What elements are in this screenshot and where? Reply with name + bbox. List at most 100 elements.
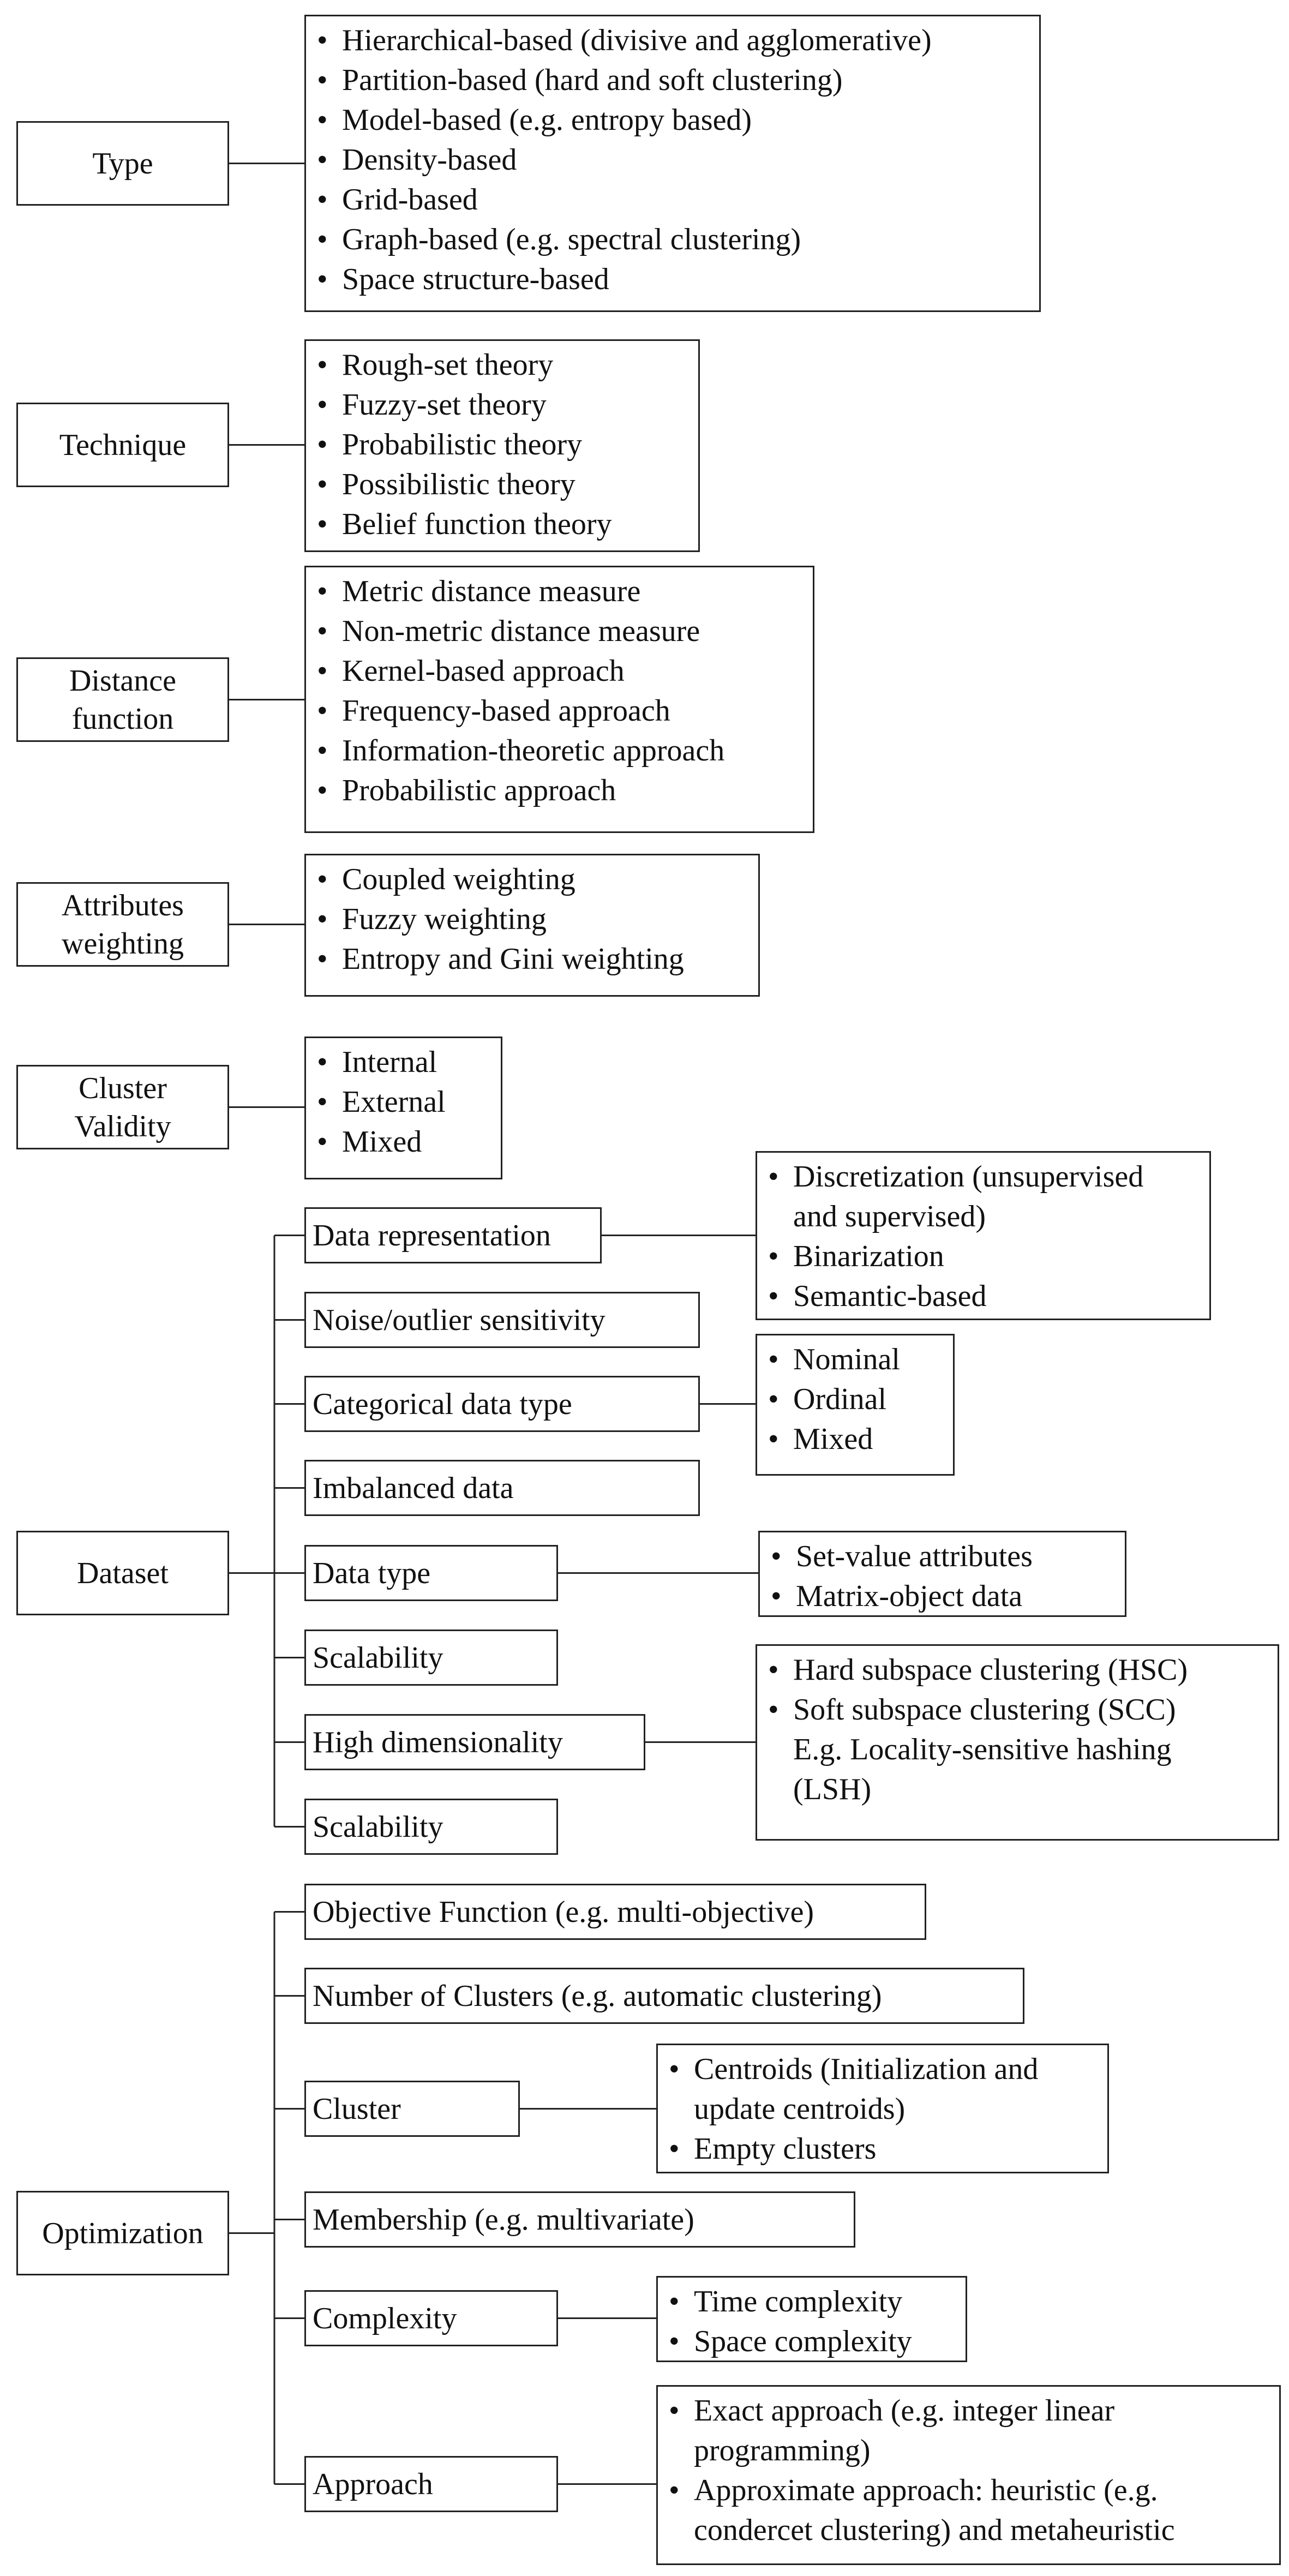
subitem-label: Categorical data type (313, 1387, 572, 1421)
category-label: function (71, 702, 174, 736)
bullet-list: Rough-set theoryFuzzy-set theoryProbabil… (313, 345, 692, 544)
list-item-text: (LSH) (793, 1772, 872, 1806)
category-type: Type (16, 121, 229, 206)
category-label: Attributes (62, 888, 184, 922)
list-item: Mixed (313, 1122, 494, 1162)
list-item-text: and supervised) (793, 1200, 986, 1233)
list-item-text: Fuzzy-set theory (342, 388, 547, 422)
subitem-label: Membership (e.g. multivariate) (313, 2202, 694, 2237)
list-item-text: Graph-based (e.g. spectral clustering) (342, 223, 801, 256)
list-item-text: Coupled weighting (342, 862, 575, 896)
list-item: Hierarchical-based (divisive and agglome… (313, 21, 1033, 61)
dataset-subitem: Data representation (304, 1207, 602, 1263)
list-item: Semantic-based (764, 1277, 1203, 1316)
subitem-label: Approach (313, 2467, 433, 2501)
bullet-list: Time complexitySpace complexity (664, 2282, 959, 2362)
list-item-text: Rough-set theory (342, 348, 554, 382)
list-item: Approximate approach: heuristic (e.g. con… (664, 2471, 1273, 2550)
subitem-label: Number of Clusters (e.g. automatic clust… (313, 1979, 882, 2013)
list-item: Coupled weighting (313, 860, 752, 900)
list-item-text: Partition-based (hard and soft clusterin… (342, 63, 843, 97)
list-item-text: Fuzzy weighting (342, 902, 547, 936)
list-item: Information-theoretic approach (313, 731, 806, 771)
list-item: Space structure-based (313, 260, 1033, 299)
list-item-text: Binarization (793, 1239, 944, 1273)
list-item-text: Grid-based (342, 183, 478, 217)
list-type: Hierarchical-based (divisive and agglome… (304, 15, 1041, 312)
optimization-subitem: Cluster (304, 2081, 520, 2137)
list-item-text: Metric distance measure (342, 574, 641, 608)
list-item-text: Internal (342, 1045, 437, 1079)
category-label: Dataset (77, 1556, 169, 1590)
list-item: Matrix-object data (766, 1577, 1118, 1616)
category-label: weighting (62, 926, 184, 961)
list-item-text: Hard subspace clustering (HSC) (793, 1653, 1188, 1687)
category-label: Distance (69, 663, 176, 698)
list-item-text: Semantic-based (793, 1279, 987, 1313)
list-item: Fuzzy weighting (313, 900, 752, 939)
list-item-text: Space structure-based (342, 262, 609, 296)
list-item-text: Centroids (Initialization and (694, 2052, 1039, 2086)
category-label: Type (92, 146, 153, 181)
category-weighting: Attributes weighting (16, 882, 229, 967)
list-item: Probabilistic theory (313, 425, 692, 465)
bullet-list: Hard subspace clustering (HSC)Soft subsp… (764, 1650, 1271, 1810)
bullet-list: Exact approach (e.g. integer linearprogr… (664, 2391, 1273, 2550)
list-item-text: Soft subspace clustering (SCC) (793, 1693, 1176, 1727)
dataset-subitem: Data type (304, 1545, 558, 1601)
list-weighting: Coupled weightingFuzzy weightingEntropy … (304, 854, 760, 997)
list-item-text: Kernel-based approach (342, 654, 625, 688)
subitem-label: Data type (313, 1556, 431, 1590)
list-item-text: Matrix-object data (796, 1579, 1023, 1613)
subitem-label: Noise/outlier sensitivity (313, 1303, 605, 1337)
list-item: Partition-based (hard and soft clusterin… (313, 61, 1033, 100)
list-item: Probabilistic approach (313, 771, 806, 811)
list-item: Mixed (764, 1419, 946, 1459)
list-item-text: Belief function theory (342, 507, 612, 541)
list-validity: InternalExternalMixed (304, 1037, 502, 1179)
list-item: Time complexity (664, 2282, 959, 2322)
list-technique: Rough-set theoryFuzzy-set theoryProbabil… (304, 339, 700, 552)
list-item: Model-based (e.g. entropy based) (313, 100, 1033, 140)
optimization-subitem: Complexity (304, 2290, 558, 2346)
optimization-subitem: Membership (e.g. multivariate) (304, 2191, 855, 2248)
list-item-text: Model-based (e.g. entropy based) (342, 103, 752, 137)
dataset-subitem: High dimensionality (304, 1714, 645, 1770)
list-item-text: Approximate approach: heuristic (e.g. (694, 2473, 1158, 2507)
list-item-text: Ordinal (793, 1382, 887, 1416)
list-item-text: Mixed (793, 1422, 873, 1456)
list-approach: Exact approach (e.g. integer linearprogr… (656, 2385, 1281, 2565)
list-categorical: NominalOrdinalMixed (756, 1334, 955, 1476)
list-item: Non-metric distance measure (313, 612, 806, 651)
list-item: Empty clusters (664, 2129, 1101, 2169)
list-item-text: Set-value attributes (796, 1539, 1033, 1573)
list-item-text: Possibilistic theory (342, 468, 575, 501)
list-item-text: condercet clustering) and metaheuristic (694, 2513, 1175, 2547)
list-item-text: Probabilistic approach (342, 774, 616, 807)
list-item: Nominal (764, 1340, 946, 1380)
list-high-dim: Hard subspace clustering (HSC)Soft subsp… (756, 1644, 1279, 1841)
subitem-label: Objective Function (e.g. multi-objective… (313, 1895, 814, 1929)
bullet-list: Coupled weightingFuzzy weightingEntropy … (313, 860, 752, 979)
list-item-text: Time complexity (694, 2285, 903, 2319)
list-item: Space complexity (664, 2322, 959, 2362)
dataset-subitem: Categorical data type (304, 1376, 700, 1432)
optimization-subitem: Number of Clusters (e.g. automatic clust… (304, 1968, 1024, 2024)
list-data-type: Set-value attributesMatrix-object data (758, 1531, 1126, 1617)
list-item-text: Frequency-based approach (342, 694, 670, 728)
bullet-list: Hierarchical-based (divisive and agglome… (313, 21, 1033, 299)
list-item: Soft subspace clustering (SCC)E.g. Local… (764, 1690, 1271, 1810)
list-item-text: Non-metric distance measure (342, 614, 700, 648)
list-item-text: Space complexity (694, 2325, 912, 2358)
list-item-text: Mixed (342, 1125, 422, 1159)
optimization-subitem: Approach (304, 2456, 558, 2512)
list-item: Density-based (313, 140, 1033, 180)
subitem-label: High dimensionality (313, 1725, 563, 1759)
